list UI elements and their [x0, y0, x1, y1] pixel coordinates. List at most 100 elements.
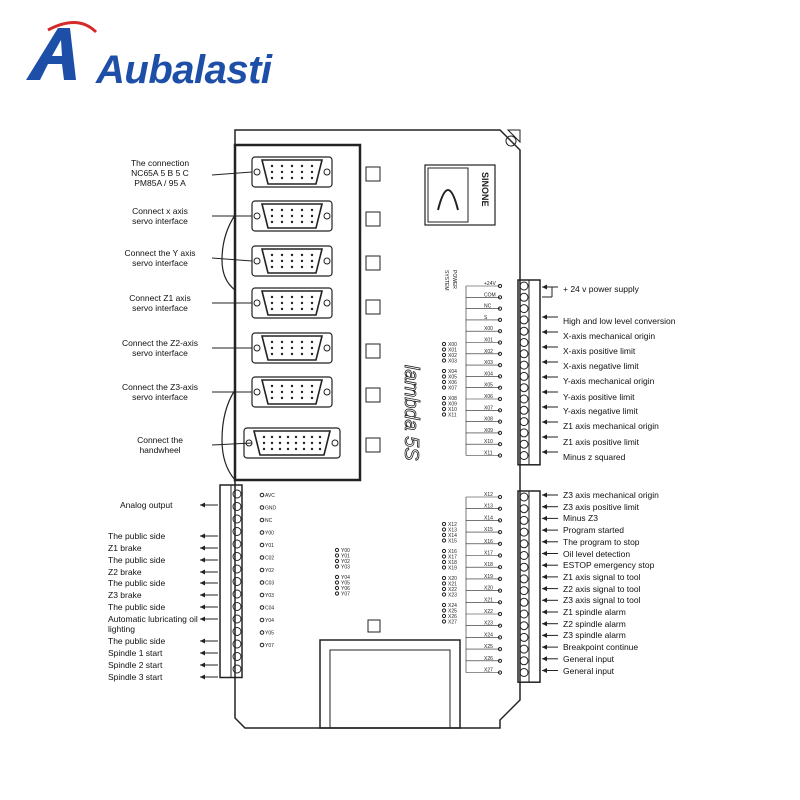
terminal-screw	[519, 539, 529, 549]
input-label: Program started	[563, 525, 624, 536]
terminal-screw	[232, 664, 242, 674]
terminal-label: X16	[484, 539, 493, 545]
terminal-screw	[519, 417, 529, 427]
terminal-screw	[232, 577, 242, 586]
led-label: Y01	[341, 554, 350, 560]
terminal-label: X14	[484, 515, 493, 521]
terminal-label: X03	[484, 360, 493, 366]
terminal-screw	[232, 552, 242, 561]
terminal-screw	[519, 405, 529, 415]
input-label: Y-axis negative limit	[563, 406, 638, 416]
connector-arrow	[211, 442, 253, 446]
terminal-screw	[232, 564, 242, 574]
status-led	[441, 379, 447, 385]
terminal-label: Y02	[265, 568, 274, 574]
terminal-label: X05	[484, 383, 493, 389]
status-led	[441, 352, 447, 358]
led-label: Y07	[341, 592, 350, 598]
led-label: X22	[448, 587, 457, 593]
led-label: X24	[448, 603, 457, 609]
terminal-label: NC	[484, 304, 492, 310]
input-label: General input	[563, 665, 615, 676]
led-label: X05	[448, 375, 457, 381]
output-label: Spindle 1 start	[108, 648, 163, 658]
led-label: X03	[448, 359, 457, 365]
terminal-screw	[232, 539, 242, 549]
input-label: Breakpoint continue	[563, 642, 639, 653]
input-label: Minus z squared	[563, 452, 626, 462]
dsub-connector	[251, 156, 333, 188]
model-label: lambda 5S	[400, 365, 422, 461]
status-led	[441, 341, 447, 347]
input-label: Z1 axis signal to tool	[563, 571, 641, 582]
input-label: Z2 spindle alarm	[563, 618, 626, 629]
led-label: Y00	[341, 548, 350, 554]
dsub-connector	[251, 200, 333, 232]
terminal-screw	[519, 586, 529, 596]
terminal-screw	[519, 668, 529, 677]
status-led	[441, 619, 447, 624]
input-label: The program to stop	[563, 536, 640, 547]
terminal-screw	[519, 371, 529, 381]
terminal-label: X24	[484, 632, 493, 638]
terminal-screw	[519, 597, 529, 607]
input-label: X-axis positive limit	[563, 346, 636, 356]
terminal-screw	[519, 394, 529, 404]
terminal-label: X00	[484, 326, 493, 332]
connector-arrow	[211, 257, 253, 262]
status-led	[441, 581, 447, 586]
terminal-screw	[232, 502, 242, 511]
status-led	[334, 580, 340, 585]
status-led	[441, 559, 447, 565]
terminal-screw	[519, 551, 529, 560]
status-led	[441, 592, 447, 597]
terminal-screw	[232, 514, 242, 524]
led-label: X16	[448, 549, 457, 555]
terminal-screw	[519, 527, 529, 537]
input-label: Z3 spindle alarm	[563, 630, 626, 641]
terminal-label: X04	[484, 371, 493, 377]
terminal-screw	[519, 304, 529, 314]
terminal-label: X27	[484, 668, 493, 674]
input-label: Z3 axis positive limit	[563, 501, 640, 512]
led-label: X18	[448, 560, 457, 566]
terminal-label: X25	[484, 644, 493, 650]
terminal-label: X18	[484, 562, 493, 568]
led-label: X02	[448, 353, 457, 359]
terminal-label: S	[484, 315, 488, 321]
terminal-label: C02	[265, 556, 274, 562]
terminal-screw	[519, 504, 529, 514]
terminal-label: X26	[484, 656, 493, 662]
output-label: Z3 brake	[108, 590, 142, 600]
brand-label: SINONE	[480, 172, 490, 207]
input-label: Z1 axis positive limit	[563, 437, 640, 447]
logo-text: Aubalasti	[96, 48, 272, 92]
status-led	[441, 347, 447, 352]
terminal-screw	[519, 292, 529, 302]
terminal-label: X02	[484, 349, 493, 355]
output-label: The public side	[108, 636, 166, 646]
terminal-label: Y05	[265, 631, 274, 637]
output-label: Z2 brake	[108, 567, 142, 577]
led-label: X13	[448, 528, 457, 534]
terminal-label: Y07	[265, 643, 274, 649]
status-led	[441, 554, 447, 559]
connector-panel	[233, 143, 362, 482]
status-led	[441, 532, 447, 538]
bottom-slot	[319, 639, 461, 729]
terminal-screw	[519, 621, 529, 631]
led-label: X27	[448, 620, 457, 626]
led-label: X26	[448, 614, 457, 620]
status-led	[334, 547, 340, 553]
status-led	[441, 538, 447, 543]
terminal-screw	[519, 326, 529, 336]
led-label: Y05	[341, 581, 350, 587]
terminal-screw	[519, 609, 529, 619]
dsub-connector	[251, 287, 333, 319]
connector-arrow	[211, 171, 253, 176]
